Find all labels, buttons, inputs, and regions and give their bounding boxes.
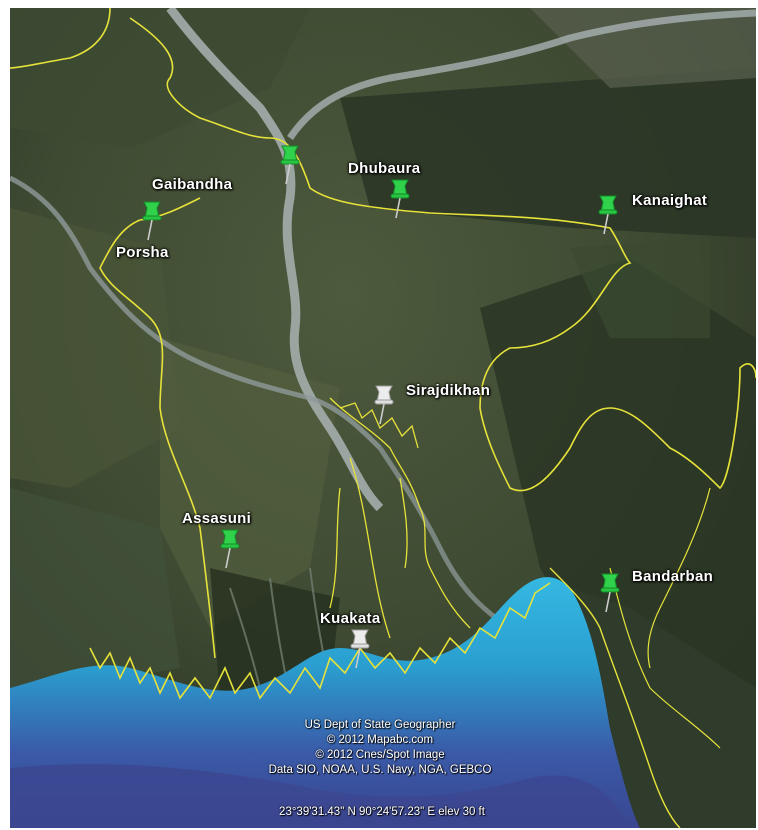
- district-border: [609, 567, 721, 749]
- international-border: [99, 197, 216, 659]
- attribution-line: Data SIO, NOAA, U.S. Navy, NGA, GEBCO: [268, 764, 492, 776]
- marker-pin-gaibandha[interactable]: [138, 200, 166, 242]
- marker-pin-sirajdikhan[interactable]: [370, 384, 398, 426]
- pushpin-icon: [280, 145, 300, 185]
- bay-of-bengal: [10, 577, 640, 828]
- label-sirajdikhan[interactable]: Sirajdikhan: [406, 382, 491, 399]
- attribution-line: US Dept of State Geographer: [304, 719, 456, 731]
- label-dhubaura[interactable]: Dhubaura: [348, 160, 421, 177]
- river-meghna: [377, 446, 512, 631]
- pushpin-icon: [220, 529, 240, 569]
- label-kuakata[interactable]: Kuakata: [320, 610, 381, 627]
- terrain-patch: [530, 8, 756, 88]
- terrain-patch: [10, 8, 310, 148]
- marker-pin-dhubaura[interactable]: [386, 178, 414, 220]
- pushpin-icon: [350, 629, 370, 669]
- label-bandarban[interactable]: Bandarban: [632, 568, 714, 585]
- satellite-map[interactable]: Gaibandha Porsha Dhubaura Kanaighat Sira…: [10, 8, 756, 828]
- terrain-patch: [340, 68, 756, 238]
- terrain-patch: [480, 258, 756, 708]
- label-assasuni[interactable]: Assasuni: [182, 510, 252, 527]
- marker-pin-assasuni[interactable]: [216, 528, 244, 570]
- deep-sea: [10, 764, 630, 828]
- label-porsha[interactable]: Porsha: [116, 244, 169, 261]
- international-border: [10, 8, 111, 69]
- marker-pin-bandarban[interactable]: [596, 572, 624, 614]
- river-brahmaputra: [166, 8, 384, 512]
- district-border: [549, 567, 681, 828]
- pushpin-icon: [600, 573, 620, 613]
- marker-pin-kuakata[interactable]: [346, 628, 374, 670]
- terrain-patch: [10, 488, 180, 698]
- coastal-land-east: [570, 588, 756, 828]
- attribution-line: © 2012 Cnes/Spot Image: [315, 749, 445, 761]
- attribution-line: © 2012 Mapabc.com: [326, 734, 434, 746]
- pushpin-icon: [142, 201, 162, 241]
- map-attribution: US Dept of State Geographer © 2012 Mapab…: [200, 718, 560, 778]
- map-imagery: [10, 8, 756, 828]
- terrain-patch: [10, 208, 180, 488]
- pushpin-icon: [598, 195, 618, 235]
- terrain-patch: [160, 338, 340, 628]
- pushpin-icon: [374, 385, 394, 425]
- delta-channels: [339, 402, 419, 449]
- terrain-patch: [570, 238, 710, 338]
- international-border: [129, 17, 756, 492]
- marker-pin-north[interactable]: [276, 144, 304, 186]
- river-padma: [10, 175, 382, 450]
- coastline: [89, 582, 551, 700]
- delta-channels: [329, 397, 471, 639]
- label-gaibandha[interactable]: Gaibandha: [152, 176, 233, 193]
- marker-pin-kanaighat[interactable]: [594, 194, 622, 236]
- coordinate-readout: 23°39'31.43" N 90°24'57.23" E elev 30 ft: [279, 806, 485, 818]
- pushpin-icon: [390, 179, 410, 219]
- river-jamuna-channel: [287, 9, 756, 140]
- district-border: [647, 487, 711, 669]
- label-kanaighat[interactable]: Kanaighat: [632, 192, 708, 209]
